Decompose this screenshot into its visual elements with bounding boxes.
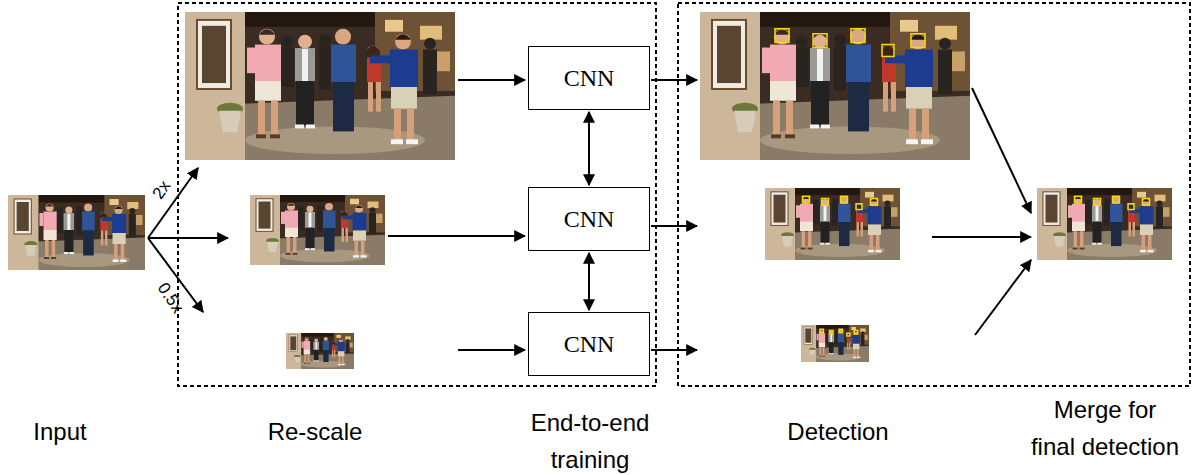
scale-factor: 2x: [142, 168, 181, 213]
face-boxes: [820, 329, 858, 336]
detection-photo: [801, 325, 869, 362]
stage-label: Detection: [748, 418, 928, 447]
detection-photo: [700, 12, 970, 160]
flow-arrow: [651, 79, 697, 81]
stage-label: Re-scale: [225, 418, 405, 447]
input-photo: [8, 195, 145, 270]
flow-arrow: [651, 225, 697, 227]
flow-arrow: [458, 349, 525, 351]
flow-arrows: [148, 80, 1031, 350]
node-label: CNN: [564, 65, 615, 92]
detection-photo: [765, 188, 900, 260]
face-boxes: [1075, 196, 1150, 209]
scale-factor: 0.5x: [148, 272, 192, 323]
merge-arrow: [932, 236, 1031, 238]
merge-arrow: [975, 260, 1031, 335]
node-label: CNN: [564, 331, 615, 358]
merge-arrow: [972, 88, 1031, 213]
node-label: CNN: [564, 206, 615, 233]
face-boxes: [803, 196, 878, 209]
cnn-box: CNN: [528, 46, 650, 110]
flow-arrow: [388, 235, 525, 237]
stage-label: Merge for final detection: [1030, 391, 1181, 465]
merged-photo: [1037, 188, 1172, 260]
flow-arrow: [458, 79, 525, 81]
scaled-photo: [286, 333, 354, 369]
scaled-photo: [185, 12, 455, 160]
stage-label: Input: [2, 418, 118, 447]
dashed-region: [178, 3, 656, 386]
shared-weights-arrow: [588, 112, 590, 185]
cnn-box: CNN: [528, 312, 650, 376]
dashed-region: [678, 3, 1190, 386]
flow-arrow: [651, 349, 697, 351]
face-boxes: [775, 29, 925, 57]
cnn-box: CNN: [528, 187, 650, 251]
flow-arrow: [148, 237, 228, 239]
scaled-photo: [250, 195, 385, 265]
stage-label: End-to-end training: [515, 404, 665, 475]
shared-weights-arrow: [588, 253, 590, 310]
